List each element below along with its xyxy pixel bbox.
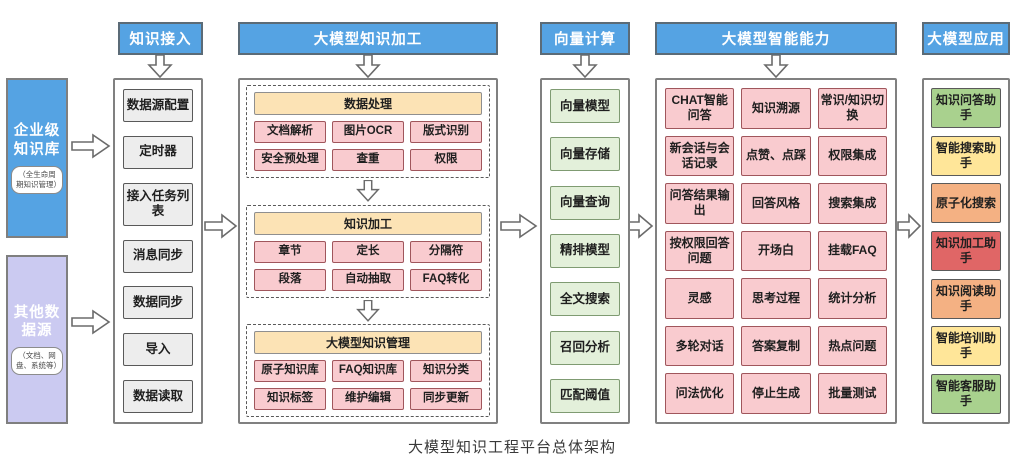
vector-item: 全文搜索: [550, 282, 620, 317]
ingest-item: 消息同步: [123, 239, 193, 273]
application-item: 智能客服助手: [931, 373, 1001, 414]
arrow-right-icon: [897, 213, 922, 239]
source-subtitle: （全生命周期知识管理）: [11, 165, 63, 194]
arrow-down-icon: [356, 299, 380, 322]
header-knowledge-process: 大模型知识加工: [238, 22, 498, 55]
panel-llm-applications: 知识问答助手 智能搜索助手 原子化搜索 知识加工助手 知识阅读助手 智能培训助手…: [922, 78, 1010, 424]
process-item: 安全预处理: [254, 149, 326, 171]
process-item: 查重: [332, 149, 404, 171]
capability-item: 热点问题: [817, 325, 887, 367]
header-knowledge-access: 知识接入: [118, 22, 203, 55]
section-title: 数据处理: [254, 92, 482, 115]
panel-knowledge-access: 数据源配置 定时器 接入任务列表 消息同步 数据同步 导入 数据读取: [113, 78, 203, 424]
capability-item: 思考过程: [741, 278, 811, 319]
capability-item: 统计分析: [817, 278, 887, 319]
header-llm-applications: 大模型应用: [922, 22, 1010, 55]
application-item: 知识加工助手: [931, 230, 1001, 271]
capability-item: 开场白: [741, 230, 811, 272]
ingest-item: 数据读取: [123, 379, 193, 413]
capability-item: 知识溯源: [741, 88, 811, 129]
ingest-item: 接入任务列表: [123, 182, 193, 226]
capability-item: 答案复制: [741, 325, 811, 367]
arrow-down-icon: [763, 55, 789, 78]
header-llm-capabilities: 大模型智能能力: [655, 22, 897, 55]
capability-item: 批量测试: [817, 373, 887, 414]
arrow-right-icon: [500, 213, 538, 239]
ingest-item: 数据源配置: [123, 89, 193, 122]
arrow-right-icon: [71, 133, 111, 159]
section-data-processing: 数据处理 文档解析 图片OCR 版式识别 安全预处理 查重 权限: [246, 85, 490, 178]
process-item: 分隔符: [410, 240, 482, 263]
diagram-title: 大模型知识工程平台总体架构: [407, 439, 616, 456]
arrow-right-icon: [71, 309, 111, 335]
capability-item: 多轮对话: [665, 325, 735, 367]
section-title: 知识加工: [254, 211, 482, 235]
arrow-down-icon: [147, 55, 173, 78]
capability-item: 回答风格: [741, 183, 811, 224]
process-item: 同步更新: [410, 388, 482, 410]
capability-item: 新会话与会话记录: [665, 135, 735, 177]
source-enterprise-kb: 企业级知识库 （全生命周期知识管理）: [6, 78, 68, 238]
process-item: 版式识别: [410, 121, 482, 143]
application-item: 智能培训助手: [931, 326, 1001, 367]
vector-item: 匹配阈值: [550, 378, 620, 413]
vector-item: 向量查询: [550, 185, 620, 220]
capability-item: 权限集成: [817, 135, 887, 177]
section-title: 大模型知识管理: [254, 331, 482, 354]
process-item: 图片OCR: [332, 121, 404, 143]
panel-llm-capabilities: CHAT智能问答 知识溯源 常识/知识切换 新会话与会话记录 点赞、点踩 权限集…: [655, 78, 897, 424]
application-item: 知识阅读助手: [931, 278, 1001, 319]
process-item: 段落: [254, 268, 326, 291]
vector-item: 向量模型: [550, 89, 620, 123]
panel-vector-compute: 向量模型 向量存储 向量查询 精排模型 全文搜索 召回分析 匹配阈值: [540, 78, 630, 424]
process-item: 知识分类: [410, 360, 482, 382]
source-label: 企业级知识库: [13, 123, 61, 158]
process-item: 自动抽取: [332, 268, 404, 291]
application-item: 智能搜索助手: [931, 135, 1001, 176]
application-item: 原子化搜索: [931, 183, 1001, 224]
process-item: FAQ转化: [410, 268, 482, 291]
arrow-down-icon: [356, 180, 380, 203]
arrow-right-icon: [204, 213, 238, 239]
ingest-item: 数据同步: [123, 286, 193, 320]
section-llm-knowledge-mgmt: 大模型知识管理 原子知识库 FAQ知识库 知识分类 知识标签 维护编辑 同步更新: [246, 324, 490, 417]
vector-item: 向量存储: [550, 137, 620, 172]
process-item: 定长: [332, 240, 404, 263]
process-item: 文档解析: [254, 121, 326, 143]
process-item: 章节: [254, 240, 326, 263]
capability-item: 点赞、点踩: [741, 135, 811, 177]
ingest-item: 定时器: [123, 135, 193, 169]
process-item: 知识标签: [254, 388, 326, 410]
vector-item: 精排模型: [550, 233, 620, 268]
process-item: 维护编辑: [332, 388, 404, 410]
ingest-item: 导入: [123, 333, 193, 367]
section-knowledge-processing: 知识加工 章节 定长 分隔符 段落 自动抽取 FAQ转化: [246, 204, 490, 298]
application-item: 知识问答助手: [931, 88, 1001, 128]
capability-item: 问法优化: [665, 373, 735, 414]
capability-item: CHAT智能问答: [665, 88, 735, 129]
process-item: 权限: [410, 149, 482, 171]
source-label: 其他数据源: [13, 304, 61, 340]
panel-knowledge-process: 数据处理 文档解析 图片OCR 版式识别 安全预处理 查重 权限 知识加工: [238, 78, 498, 424]
capability-item: 问答结果输出: [665, 183, 735, 224]
capability-item: 常识/知识切换: [817, 88, 887, 129]
capability-item: 挂载FAQ: [817, 230, 887, 272]
capability-item: 灵感: [665, 278, 735, 319]
capability-item: 按权限回答问题: [665, 230, 735, 272]
process-item: 原子知识库: [254, 360, 326, 382]
capability-item: 停止生成: [741, 373, 811, 414]
arrow-down-icon: [355, 55, 381, 78]
capability-item: 搜索集成: [817, 183, 887, 224]
header-vector-compute: 向量计算: [540, 22, 630, 55]
process-item: FAQ知识库: [332, 360, 404, 382]
arrow-down-icon: [572, 55, 598, 78]
source-subtitle: （文档、网盘、系统等）: [11, 347, 63, 376]
source-other-data: 其他数据源 （文档、网盘、系统等）: [6, 255, 68, 424]
vector-item: 召回分析: [550, 330, 620, 365]
